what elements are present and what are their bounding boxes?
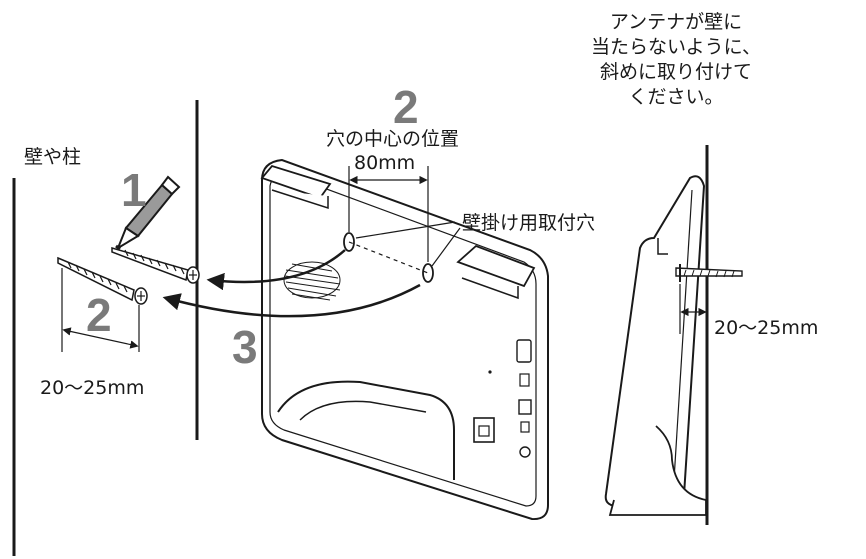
pencil-icon (115, 175, 181, 251)
dimension-right (679, 284, 707, 334)
antenna-note-line: 斜めに取り付けて (599, 61, 752, 83)
dimension-left (61, 268, 140, 352)
leader-lines (355, 221, 461, 267)
antenna-note-line: アンテナが壁に (609, 11, 743, 33)
step-number-1: 1 (121, 164, 147, 216)
hang-arrows (162, 249, 421, 318)
mounting-hole-right (422, 263, 434, 283)
hole-center-label: 穴の中心の位置 (326, 128, 460, 150)
vent-grille (283, 261, 341, 301)
screw-protrusion-left-label: 20〜25mm (40, 377, 145, 399)
antenna-note: アンテナが壁に 当たらないように、 斜めに取り付けて ください。 (588, 10, 764, 110)
step-number-3: 3 (232, 321, 258, 373)
hole-spacing-label: 80mm (354, 152, 416, 174)
device-side-view (604, 175, 707, 516)
wall-or-pillar-label: 壁や柱 (24, 146, 82, 168)
antenna-note-line: 当たらないように、 (590, 36, 762, 58)
antenna-note-line: ください。 (628, 86, 724, 108)
step-number-2-hole: 2 (393, 81, 419, 133)
screw-side-icon (675, 264, 743, 282)
screw-upper-icon (111, 247, 200, 284)
screw-protrusion-right-label: 20〜25mm (714, 317, 819, 339)
dimension-hole-spacing (348, 166, 429, 274)
wall-mount-holes-label: 壁掛け用取付穴 (462, 212, 596, 234)
screw-lower-icon (57, 256, 148, 305)
step-number-2-screw: 2 (86, 289, 112, 341)
